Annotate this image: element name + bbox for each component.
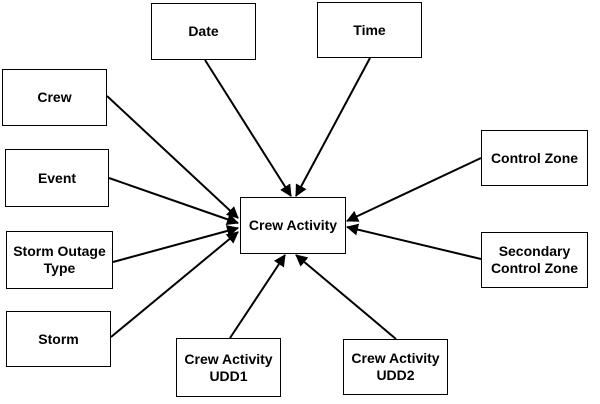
crew-activity-udd2-node: Crew Activity UDD2 <box>343 339 448 395</box>
arrow-date-to-crew-activity <box>204 59 292 197</box>
crew-activity-udd1-node: Crew Activity UDD1 <box>176 338 281 397</box>
arrow-crew-to-crew-activity <box>106 95 239 219</box>
control-zone-node: Control Zone <box>481 130 588 186</box>
arrow-time-to-crew-activity <box>295 57 371 197</box>
arrow-control-zone-to-crew-activity <box>346 157 482 222</box>
arrow-storm-to-crew-activity <box>110 231 239 338</box>
crew-activity-node: Crew Activity <box>240 197 346 254</box>
storm-outage-type-node: Storm Outage Type <box>6 231 113 289</box>
event-node: Event <box>5 149 109 207</box>
arrow-storm-outage-type-to-crew-activity <box>112 225 239 263</box>
crew-node: Crew <box>2 69 107 126</box>
arrow-crew-activity-udd2-to-crew-activity <box>295 254 397 340</box>
secondary-control-zone-node: Secondary Control Zone <box>481 232 588 288</box>
arrow-crew-activity-udd1-to-crew-activity <box>229 254 286 339</box>
arrow-event-to-crew-activity <box>108 177 239 226</box>
arrow-secondary-control-zone-to-crew-activity <box>346 223 482 260</box>
storm-node: Storm <box>6 311 111 367</box>
date-node: Date <box>151 3 256 60</box>
time-node: Time <box>317 2 422 58</box>
